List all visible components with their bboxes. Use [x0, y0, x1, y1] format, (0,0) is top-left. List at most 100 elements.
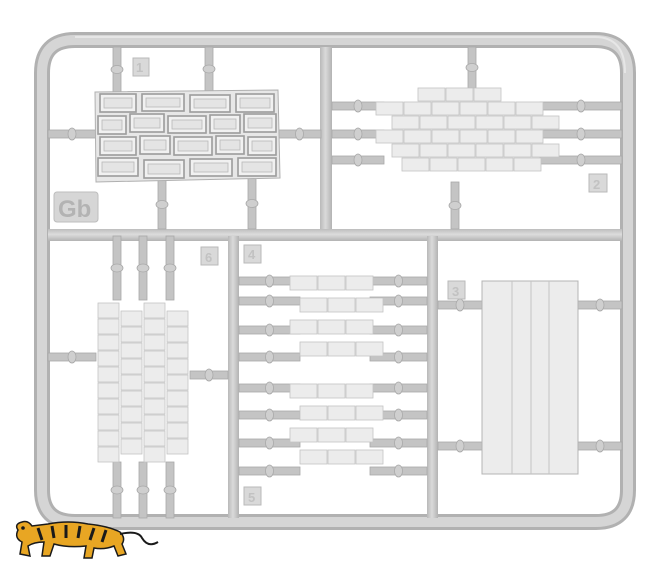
brick — [317, 383, 346, 399]
gate-knob — [394, 350, 403, 364]
brick — [345, 275, 374, 291]
tiger-icon — [15, 520, 159, 559]
brick — [143, 414, 166, 431]
gate-knob — [576, 127, 586, 141]
stone-face — [133, 117, 161, 129]
brick — [299, 341, 328, 357]
brick — [120, 374, 143, 391]
brick — [317, 275, 346, 291]
brick — [97, 334, 120, 351]
gate-knob — [163, 485, 177, 495]
brick — [345, 319, 374, 335]
brick-strip-part-6 — [97, 302, 189, 463]
brick — [289, 275, 318, 291]
brick — [97, 446, 120, 463]
brick — [97, 430, 120, 447]
brick — [317, 319, 346, 335]
brick — [97, 318, 120, 335]
sprue-frame — [34, 32, 636, 530]
brick — [97, 366, 120, 383]
gate-knob — [136, 263, 150, 273]
stone-face — [103, 97, 133, 109]
stone-face — [251, 140, 273, 152]
brick — [403, 101, 432, 116]
brick — [289, 427, 318, 443]
part-number-2: 2 — [593, 177, 600, 192]
brick — [459, 129, 488, 144]
gate-knob — [353, 99, 363, 113]
brick — [166, 342, 189, 359]
brick — [513, 157, 542, 172]
gate-knob — [465, 63, 479, 72]
brick — [475, 115, 504, 130]
brick — [431, 101, 460, 116]
plank-panel-part-3 — [481, 280, 579, 475]
brick — [97, 382, 120, 399]
brick — [120, 326, 143, 343]
brick — [485, 157, 514, 172]
brick — [166, 374, 189, 391]
brick — [515, 101, 544, 116]
brick — [299, 405, 328, 421]
gate-knob — [265, 408, 274, 422]
gate-knob — [448, 201, 462, 210]
stone-face — [103, 140, 133, 152]
brick — [431, 129, 460, 144]
brick — [391, 143, 420, 158]
brick — [143, 398, 166, 415]
brick — [487, 101, 516, 116]
gate-knob — [576, 153, 586, 167]
stone-face — [239, 97, 271, 109]
brick — [503, 115, 532, 130]
brick — [375, 129, 404, 144]
brick — [166, 358, 189, 375]
brick — [355, 341, 384, 357]
brick — [143, 302, 166, 319]
stone-face — [241, 161, 273, 173]
stone-face — [147, 163, 181, 175]
brick — [143, 430, 166, 447]
brick — [447, 143, 476, 158]
brick — [120, 438, 143, 455]
brick — [143, 382, 166, 399]
brick — [327, 341, 356, 357]
gate-knob — [595, 298, 605, 312]
brick — [166, 326, 189, 343]
brick — [531, 115, 560, 130]
brick — [327, 297, 356, 313]
stone-face — [193, 162, 229, 173]
brick — [459, 101, 488, 116]
brick — [327, 449, 356, 465]
gate-knob — [110, 485, 124, 495]
brick — [120, 358, 143, 375]
brick — [166, 390, 189, 407]
brick — [417, 87, 446, 102]
brick — [143, 334, 166, 351]
brick — [355, 405, 384, 421]
brick — [166, 422, 189, 439]
brick — [475, 143, 504, 158]
gate-knob — [265, 323, 274, 337]
brick — [143, 366, 166, 383]
brick — [345, 383, 374, 399]
brick — [299, 297, 328, 313]
gate-knob — [136, 485, 150, 495]
brick — [457, 157, 486, 172]
brick — [401, 157, 430, 172]
brick — [143, 318, 166, 335]
stone-face — [101, 161, 135, 173]
gate-knob — [265, 464, 274, 478]
gate-knob — [163, 263, 177, 273]
brick — [120, 342, 143, 359]
brick — [97, 350, 120, 367]
gate-knob — [265, 274, 274, 288]
gate-knob — [353, 153, 363, 167]
brick-wall-part-2 — [375, 87, 560, 172]
brick — [97, 302, 120, 319]
gate-knob — [202, 64, 216, 74]
brick — [166, 310, 189, 327]
brick — [403, 129, 432, 144]
stone-face — [247, 117, 273, 129]
stone-face — [101, 119, 123, 131]
